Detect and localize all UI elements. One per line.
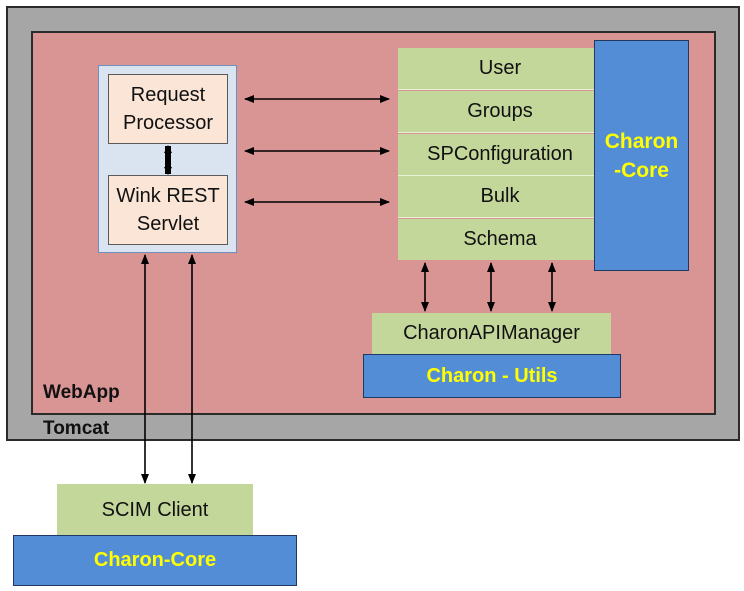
webapp-label: WebApp xyxy=(43,382,120,403)
charon-core-main-box: Charon -Core xyxy=(594,40,689,271)
charon-core-client-box: Charon-Core xyxy=(13,535,297,586)
resource-bulk: Bulk xyxy=(398,176,602,218)
resource-schema: Schema xyxy=(398,219,602,260)
resource-groups: Groups xyxy=(398,91,602,133)
charon-core-main-line2: -Core xyxy=(614,158,669,182)
charon-utils-box: Charon - Utils xyxy=(363,354,621,398)
resource-user: User xyxy=(398,48,602,90)
charon-api-manager-box: CharonAPIManager xyxy=(372,313,611,354)
tomcat-label: Tomcat xyxy=(43,418,110,439)
resource-spconfiguration: SPConfiguration xyxy=(398,134,602,176)
charon-core-main-line1: Charon xyxy=(604,129,679,153)
scim-client-box: SCIM Client xyxy=(57,484,253,537)
wink-rest-servlet-box: Wink REST Servlet xyxy=(108,175,228,245)
request-processor-box: Request Processor xyxy=(108,74,228,144)
